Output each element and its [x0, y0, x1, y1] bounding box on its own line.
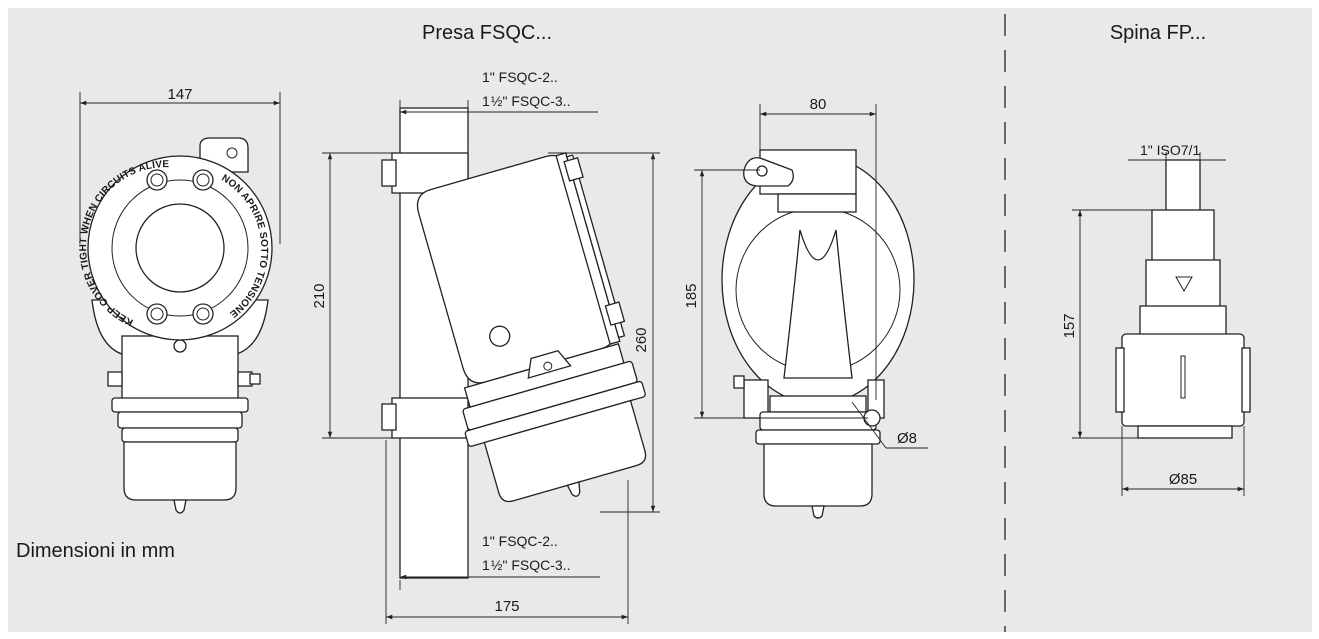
dimension-plug-diameter: Ø85	[1121, 426, 1245, 496]
svg-text:210: 210	[311, 283, 328, 308]
units-note: Dimensioni in mm	[16, 540, 175, 562]
svg-text:1½" FSQC-3..: 1½" FSQC-3..	[482, 93, 570, 109]
svg-text:1" ISO7/1: 1" ISO7/1	[1140, 142, 1200, 158]
svg-text:157: 157	[1061, 313, 1078, 338]
svg-text:185: 185	[683, 283, 700, 308]
plug-view	[1115, 159, 1251, 439]
socket-title: Presa FSQC...	[422, 22, 552, 44]
svg-text:Ø8: Ø8	[897, 430, 917, 447]
dimension-front-height: 210	[311, 152, 400, 439]
svg-text:175: 175	[494, 598, 519, 615]
svg-text:1½" FSQC-3..: 1½" FSQC-3..	[482, 557, 570, 573]
dimension-side-thread-bottom: 1" FSQC-2.. 1½" FSQC-3..	[399, 533, 600, 590]
triangle-down-icon	[1175, 276, 1193, 293]
svg-text:Ø85: Ø85	[1169, 471, 1197, 488]
dimension-front-width: 147	[79, 86, 281, 244]
dimension-side-thread-top: 1" FSQC-2.. 1½" FSQC-3..	[399, 69, 598, 150]
dimension-back-width: 80	[759, 96, 877, 400]
side-view	[381, 107, 647, 579]
dimension-plug-height: 157	[1061, 209, 1152, 439]
svg-text:260: 260	[633, 327, 650, 352]
dimension-back-height: 185	[683, 169, 868, 419]
dimension-side-width: 175	[385, 440, 629, 624]
svg-text:1" FSQC-2..: 1" FSQC-2..	[482, 533, 558, 549]
svg-text:1" FSQC-2..: 1" FSQC-2..	[482, 69, 558, 85]
dimension-hole-diameter: Ø8	[851, 401, 928, 449]
back-view	[721, 149, 915, 519]
dimension-side-total-height: 260	[548, 152, 660, 513]
plug-title: Spina FP...	[1110, 22, 1206, 44]
svg-text:147: 147	[167, 86, 192, 103]
dimension-plug-thread: 1" ISO7/1	[1128, 142, 1226, 168]
svg-text:80: 80	[810, 96, 827, 113]
